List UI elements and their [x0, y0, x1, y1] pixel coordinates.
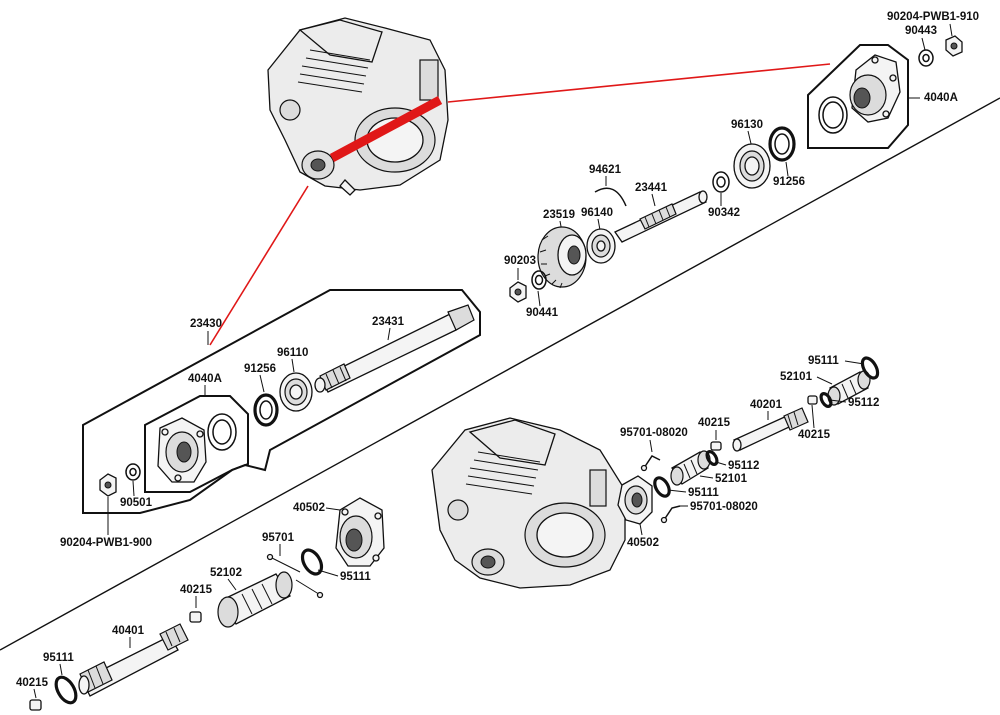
nut-90204-pwb1-900[interactable]	[99, 473, 117, 497]
label-90204-pwb1-910: 90204-PWB1-910	[887, 11, 979, 23]
bevel-gear-23519[interactable]	[537, 226, 587, 289]
flange-40502-left[interactable]	[335, 497, 385, 567]
shaft-23441[interactable]	[614, 190, 708, 243]
label-91256-top: 91256	[773, 176, 805, 188]
label-95701-08020-a: 95701-08020	[620, 427, 688, 439]
label-95111-l2: 95111	[43, 652, 74, 664]
seal-91256-left[interactable]	[253, 393, 279, 427]
bearing-96140[interactable]	[586, 228, 616, 264]
clamp-95701-08020-a[interactable]	[640, 455, 661, 472]
ring-95112-r2[interactable]	[705, 450, 719, 466]
label-90342: 90342	[708, 207, 740, 219]
label-94621: 94621	[589, 164, 622, 176]
label-40201: 40201	[750, 399, 783, 411]
engine-bottom[interactable]	[431, 417, 626, 589]
label-96130: 96130	[731, 119, 763, 131]
shaft-40401[interactable]	[78, 623, 189, 697]
box-23430	[82, 289, 481, 514]
label-95111-r2: 95111	[688, 487, 719, 499]
box-4040a-top	[807, 44, 909, 149]
washer-90501[interactable]	[125, 463, 141, 481]
label-23441: 23441	[635, 182, 668, 194]
label-90501: 90501	[120, 497, 153, 509]
flange-4040a-left[interactable]	[157, 417, 207, 483]
label-40502-right: 40502	[627, 537, 659, 549]
pin-40215-l1[interactable]	[189, 611, 202, 623]
engine-top[interactable]	[267, 17, 449, 196]
label-90441: 90441	[526, 307, 559, 319]
label-96110: 96110	[277, 347, 308, 359]
callout-line-left	[209, 185, 309, 346]
clamp-95701-08020-b[interactable]	[660, 505, 681, 524]
label-95701-08020-b: 95701-08020	[690, 501, 758, 513]
washer-90342[interactable]	[712, 171, 730, 193]
nut-90203[interactable]	[509, 281, 527, 303]
flange-4040a-top[interactable]	[849, 54, 901, 123]
label-52101-r2: 52101	[715, 473, 748, 485]
ring-95111-l1[interactable]	[299, 547, 326, 578]
label-4040a-top: 4040A	[924, 92, 958, 104]
output-shaft-highlight	[329, 96, 443, 162]
label-95111-l1: 95111	[340, 571, 371, 583]
label-4040a-left: 4040A	[188, 373, 222, 385]
label-90204-pwb1-900: 90204-PWB1-900	[60, 537, 152, 549]
ring-95112-r1[interactable]	[819, 392, 833, 408]
label-95112-r2: 95112	[728, 460, 759, 472]
box-4040a-left	[144, 395, 249, 493]
label-52101-r1: 52101	[780, 371, 813, 383]
clamp-95701[interactable]	[266, 553, 324, 599]
pin-40215-r1[interactable]	[710, 441, 722, 451]
washer-90443[interactable]	[918, 49, 934, 67]
boot-52101-r2[interactable]	[670, 450, 711, 486]
label-23431: 23431	[372, 316, 405, 328]
label-96140: 96140	[581, 207, 613, 219]
label-40401: 40401	[112, 625, 145, 637]
label-95111-r1: 95111	[808, 355, 839, 367]
circlip-94621[interactable]	[594, 187, 627, 207]
label-95112-r1: 95112	[848, 397, 879, 409]
label-52102: 52102	[210, 567, 242, 579]
label-40502-left: 40502	[293, 502, 325, 514]
ring-95111-r2[interactable]	[652, 475, 672, 498]
seal-91256-top[interactable]	[768, 126, 796, 162]
label-23430: 23430	[190, 318, 222, 330]
callout-line-right	[447, 63, 831, 103]
bearing-96130[interactable]	[733, 143, 771, 189]
flange-40502-right[interactable]	[617, 475, 653, 525]
seal-4040a-left[interactable]	[207, 413, 237, 451]
label-40215-l1: 40215	[180, 584, 213, 596]
washer-90441[interactable]	[531, 270, 547, 290]
label-40215-r1: 40215	[698, 417, 731, 429]
label-95701: 95701	[262, 532, 295, 544]
label-40215-r2: 40215	[798, 429, 831, 441]
label-90203: 90203	[504, 255, 536, 267]
bearing-96110[interactable]	[279, 372, 313, 412]
label-23519: 23519	[543, 209, 575, 221]
shaft-23431[interactable]	[314, 304, 475, 393]
section-divider	[0, 97, 1000, 651]
ring-95111-l2[interactable]	[52, 674, 80, 706]
pin-40215-l2[interactable]	[29, 699, 42, 711]
shaft-40201[interactable]	[732, 407, 809, 452]
seal-4040a-top[interactable]	[818, 96, 848, 134]
nut-90204-pwb1-910[interactable]	[945, 35, 963, 57]
ring-95111-r1[interactable]	[859, 355, 880, 380]
pin-40215-r2[interactable]	[807, 395, 818, 405]
boot-52102[interactable]	[217, 571, 293, 628]
label-40215-l2: 40215	[16, 677, 49, 689]
label-90443: 90443	[905, 25, 937, 37]
label-91256-left: 91256	[244, 363, 276, 375]
